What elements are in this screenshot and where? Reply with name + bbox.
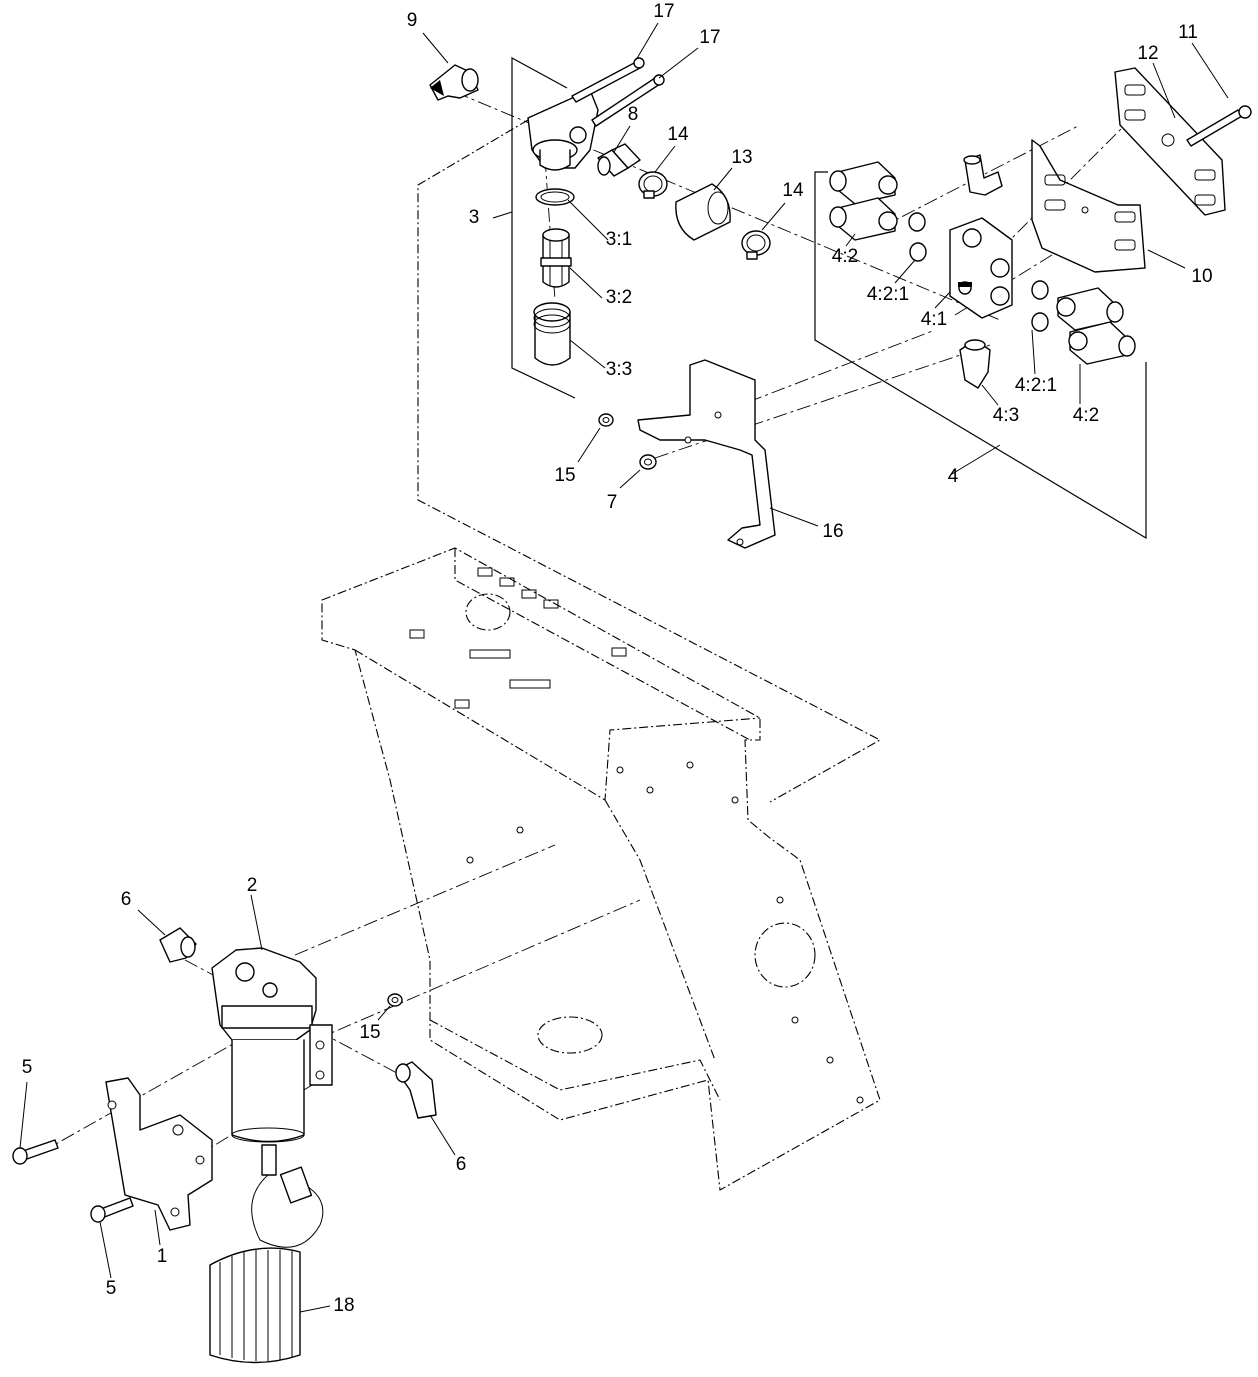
callout-15: 15: [359, 1022, 380, 1043]
callout-5: 5: [106, 1278, 117, 1299]
hex-bolt: [90, 1197, 134, 1223]
elbow-fitting: [159, 927, 197, 963]
flange-nut: [639, 454, 657, 470]
callout-4-2-1: 4:2:1: [1015, 375, 1057, 396]
quick-connect-fitting: [829, 161, 898, 205]
filter-head-assembly: [527, 89, 599, 171]
sensor-harness: [251, 1144, 324, 1248]
filter-mount-bracket: [105, 1077, 213, 1231]
callout-16: 16: [822, 521, 843, 542]
callout-15: 15: [554, 465, 575, 486]
hose-barb-fitting: [597, 143, 641, 177]
mounting-plate: [1114, 67, 1226, 216]
callout-4-3: 4:3: [993, 405, 1019, 426]
manifold-bottom-fitting: [959, 339, 991, 389]
flange-nut: [598, 413, 614, 427]
group-bracket: [814, 171, 1147, 540]
callout-4-2-1: 4:2:1: [867, 284, 909, 305]
callout-18: 18: [333, 1295, 354, 1316]
quick-connect-fitting: [829, 197, 898, 241]
quick-connect-fitting: [1068, 321, 1136, 365]
elbow-fitting: [395, 1061, 437, 1119]
hex-bolt: [1186, 105, 1252, 147]
callout-1: 1: [157, 1246, 168, 1267]
callout-labels: 9 17 17 8 14 13 14 3 3:1 3:2 3:3 4:2 4:2…: [22, 1, 1213, 1316]
callout-4-2: 4:2: [1073, 405, 1099, 426]
filter-seal-ring: [535, 188, 575, 206]
callout-14: 14: [667, 124, 689, 145]
callout-3: 3: [469, 207, 480, 228]
callout-11: 11: [1178, 22, 1198, 43]
manifold-tee-fitting: [963, 154, 1003, 196]
elbow-fitting: [429, 64, 479, 101]
callout-10: 10: [1191, 266, 1212, 287]
filter-element: [540, 228, 572, 288]
callout-2: 2: [247, 875, 258, 896]
callout-4-1: 4:1: [921, 309, 947, 330]
callout-3-3: 3:3: [606, 359, 632, 380]
callout-14: 14: [782, 180, 804, 201]
filter-heat-shield: [209, 1247, 301, 1364]
fuel-manifold-block: [949, 217, 1013, 319]
group-bracket: [511, 56, 576, 399]
fuel-water-separator: [211, 947, 333, 1143]
mounting-bolt: [571, 57, 645, 103]
hose-clamp: [741, 230, 771, 260]
hose-clamp: [638, 171, 668, 199]
flange-nut: [387, 993, 403, 1007]
callout-6: 6: [121, 889, 132, 910]
leader-lines: [19, 22, 1229, 1313]
callout-8: 8: [628, 104, 639, 125]
o-ring: [908, 212, 1049, 332]
chassis-frame: [321, 547, 881, 1191]
callout-4-2: 4:2: [832, 246, 858, 267]
callout-17: 17: [699, 27, 720, 48]
callout-3-1: 3:1: [606, 229, 632, 250]
callout-6: 6: [456, 1154, 467, 1175]
callout-9: 9: [407, 10, 418, 31]
callout-4: 4: [948, 466, 959, 487]
hex-bolt: [12, 1139, 59, 1165]
filter-bowl: [533, 302, 571, 366]
callout-5: 5: [22, 1057, 33, 1078]
fuel-hose: [675, 183, 731, 241]
callout-17: 17: [653, 1, 674, 22]
callout-7: 7: [607, 492, 618, 513]
manifold-bracket: [1031, 139, 1146, 273]
callout-12: 12: [1137, 43, 1158, 64]
support-bracket: [637, 359, 776, 549]
callout-13: 13: [731, 147, 752, 168]
quick-connect-fitting: [1056, 287, 1124, 331]
mounting-bolt: [591, 74, 665, 127]
callout-3-2: 3:2: [606, 287, 632, 308]
chassis-slots: [409, 567, 864, 1104]
